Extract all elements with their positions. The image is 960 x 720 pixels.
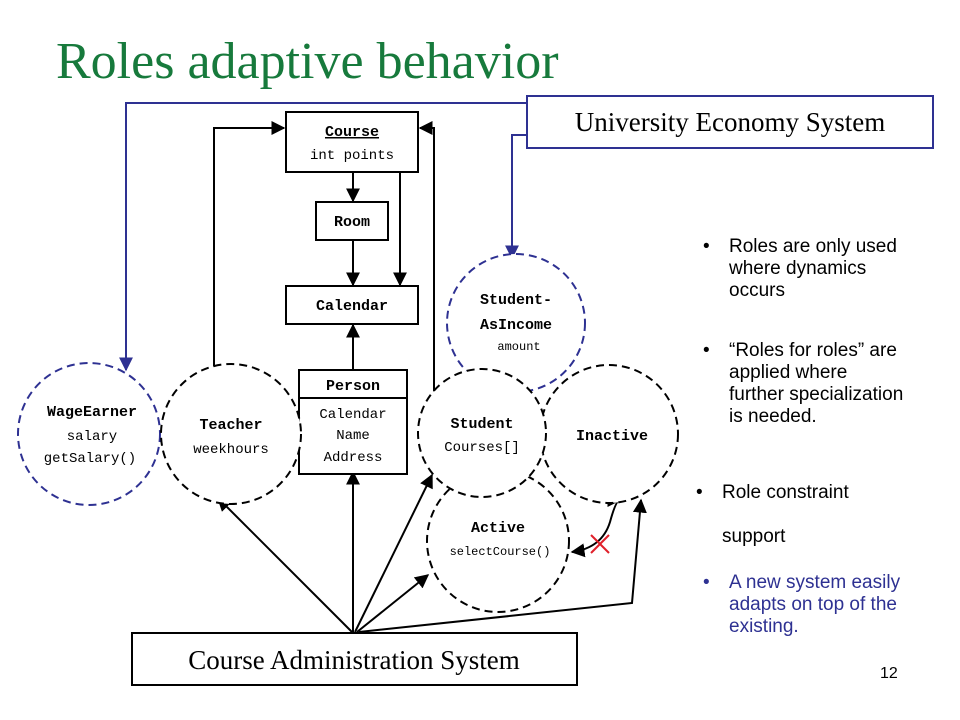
arrow-cas-to-active [356,574,430,633]
person-name: Person [326,378,380,395]
room-class: Room [315,201,389,241]
student-role: Student Courses[] [417,368,547,498]
person-attr-name: Name [336,428,370,444]
wage-earner-attr-getsalary: getSalary() [44,451,136,467]
person-attr-address: Address [324,450,383,466]
active-role: Active selectCourse() [426,469,570,613]
bullet-roles-dynamics: • Roles are only used where dynamics occ… [703,236,897,302]
inactive-name: Inactive [576,428,648,445]
university-economy-system: University Economy System [526,95,934,149]
wage-earner-attr-salary: salary [67,429,117,445]
course-class: Course int points [285,111,419,173]
page-number: 12 [880,665,898,682]
course-attr: int points [310,148,394,164]
bullet-4-line-1: A new system easily [729,572,901,593]
role-constraint-curve [570,493,622,558]
bullet-2-line-4: is needed. [729,406,817,427]
bullet-4-line-2: adapts on top of the [729,594,897,615]
bullet-1-line-1: Roles are only used [729,236,897,257]
bullet-2-line-3: further specialization [729,384,904,405]
bullet-dot-icon: • [696,482,703,503]
student-as-income-name-1: Student- [480,292,552,309]
bullet-2-line-1: “Roles for roles” are [729,340,897,361]
bullet-2-line-2: applied where [729,362,848,383]
room-name: Room [334,214,370,231]
inactive-role: Inactive [539,364,679,504]
bullet-4-line-3: existing. [729,616,799,637]
active-attr: selectCourse() [450,545,551,559]
student-as-income-role: Student- AsIncome amount [446,253,586,393]
teacher-role: Teacher weekhours [160,363,302,505]
slide-title: Roles adaptive behavior [56,33,559,90]
arrow-student-to-course [418,121,435,392]
person-class: Person Calendar Name Address [298,369,408,475]
red-cross-icon [590,534,610,554]
calendar-name: Calendar [316,298,388,315]
wage-earner-name: WageEarner [47,404,137,421]
course-name: Course [325,124,379,141]
bullet-roles-for-roles: • “Roles for roles” are applied where fu… [703,340,904,428]
bullet-3-line-2: support [722,526,786,547]
arrow-cas-to-student [354,473,433,633]
bullet-dot-icon: • [703,572,710,593]
link-university-to-wageearner [119,102,527,372]
bullet-dot-icon: • [703,340,710,361]
active-name: Active [471,520,525,537]
person-attr-calendar: Calendar [319,407,386,423]
bullet-1-line-2: where dynamics [729,258,867,279]
bullet-dot-icon: • [703,236,710,257]
teacher-attr: weekhours [193,442,269,458]
student-attr: Courses[] [444,440,520,456]
course-administration-system-label: Course Administration System [188,645,520,675]
bullet-3-line-1: Role constraint [722,482,849,503]
arrow-teacher-to-course [213,121,286,370]
university-economy-system-label: University Economy System [575,107,885,137]
teacher-name: Teacher [199,417,262,434]
arrow-cas-to-teacher [217,497,353,633]
link-university-to-studentasincome [505,134,527,260]
student-as-income-attr: amount [497,340,540,354]
calendar-class: Calendar [285,285,419,325]
wage-earner-role: WageEarner salary getSalary() [17,362,161,506]
student-name: Student [450,416,513,433]
arrow-cas-to-inactive [358,498,647,633]
student-as-income-name-2: AsIncome [480,317,552,334]
bullet-1-line-3: occurs [729,280,785,301]
course-administration-system: Course Administration System [131,632,578,686]
bullet-role-constraint: • Role constraint support [696,482,849,548]
bullet-new-system: • A new system easily adapts on top of t… [703,572,901,638]
